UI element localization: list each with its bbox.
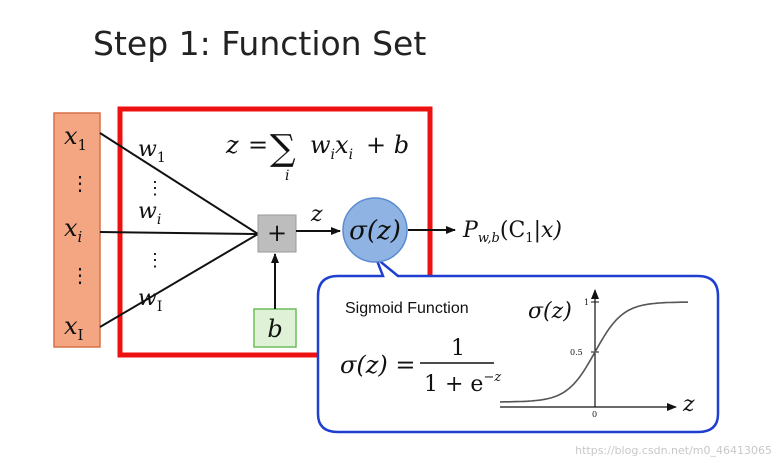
sigmoid-callout (316, 254, 720, 434)
sum-node-label: + (267, 219, 287, 247)
edge-xI (99, 233, 259, 328)
bias-label: b (267, 315, 282, 343)
graph-x-label: z (682, 392, 695, 417)
weight-wI: wI (138, 286, 162, 315)
graph-tick-mid-label: 0.5 (570, 348, 583, 357)
sigmoid-formula-numerator: 1 (451, 336, 465, 361)
linear-formula: z = ∑ i wixi + b (225, 128, 409, 184)
sum-node (257, 214, 297, 253)
weight-dots-upper: ⋮ (146, 178, 164, 199)
watermark: https://blog.csdn.net/m0_46413065 (575, 444, 772, 457)
output-label: Pw,b(C1|x) (462, 218, 562, 246)
edge-xi (99, 231, 259, 235)
weight-wi: wi (138, 199, 161, 228)
edge-x1 (99, 132, 259, 235)
formula-lhs: z (225, 131, 239, 159)
formula-plus-b: + b (366, 131, 409, 159)
z-label: z (310, 202, 323, 227)
input-column (53, 112, 101, 348)
sigmoid-graph: σ(z) 1 0.5 0 z (500, 289, 695, 419)
graph-y-label: σ(z) (528, 299, 572, 324)
formula-term: wixi (310, 131, 353, 163)
sigmoid-formula: σ(z) = 1 1 + e−z (340, 336, 501, 397)
slide-title: Step 1: Function Set (93, 24, 427, 63)
input-xI: xI (64, 312, 84, 344)
formula-sum-index: i (285, 168, 289, 184)
input-dots-upper: ⋮ (70, 171, 90, 195)
input-xi: xi (64, 214, 83, 246)
bias-box (253, 308, 297, 348)
sigmoid-heading: Sigmoid Function (345, 300, 469, 317)
weight-dots-lower: ⋮ (146, 250, 164, 271)
sigmoid-formula-denominator: 1 + e−z (424, 370, 501, 397)
weight-w1: w1 (138, 137, 166, 166)
formula-equals: = (248, 131, 268, 159)
formula-sum-symbol: ∑ (270, 128, 296, 169)
input-dots-lower: ⋮ (70, 263, 90, 287)
input-x1: x1 (64, 122, 87, 154)
activation-label: σ(z) (349, 216, 401, 246)
graph-tick-zero-label: 0 (592, 410, 597, 419)
graph-tick-top-label: 1 (584, 298, 589, 307)
sigmoid-formula-lhs: σ(z) = (340, 351, 416, 379)
activation-node (342, 197, 408, 263)
sigmoid-curve (500, 301, 689, 403)
